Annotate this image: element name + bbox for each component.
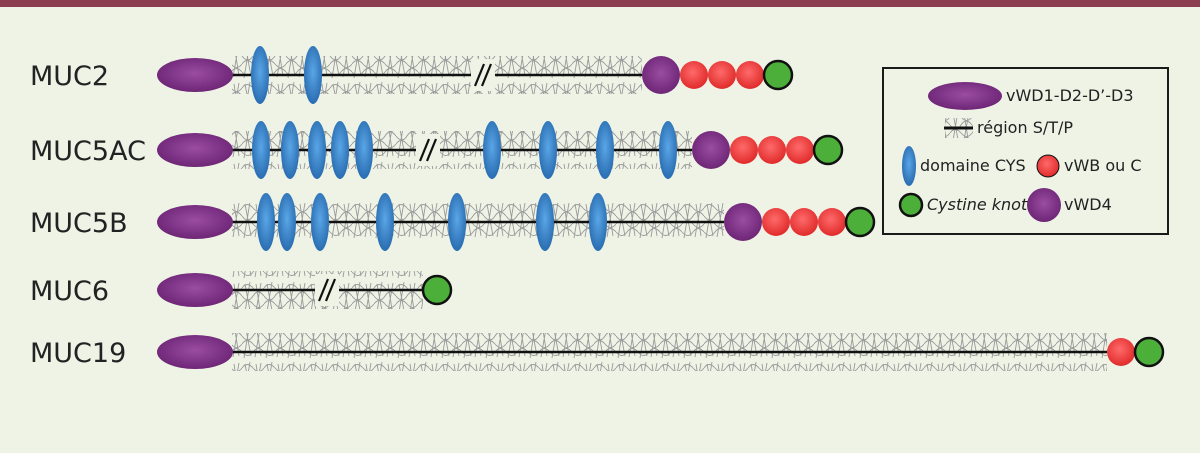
break-mark [473,63,486,87]
cys-domain [659,121,677,179]
vwd-n-terminal [157,335,233,369]
gene-label: MUC5B [30,208,128,239]
break-mark [317,278,330,302]
cys-domain [539,121,557,179]
legend-vwd-label: vWD1-D2-D’-D3 [1006,86,1134,105]
cys-domain [448,193,466,251]
vwc-domain [758,136,786,164]
break-mark [425,138,438,162]
legend-cystine-knot-symbol [898,192,924,218]
cys-domain [355,121,373,179]
cystine-knot [812,134,844,166]
legend-vwc-symbol [1036,154,1060,178]
cys-domain [589,193,607,251]
legend-vwd4-symbol [1027,188,1061,222]
vwd-n-terminal [157,133,233,167]
vwc-domain [1107,338,1135,366]
cys-domain [251,46,269,104]
vwd4-domain [642,56,680,94]
cys-domain [257,193,275,251]
cys-domain [331,121,349,179]
vwd-n-terminal [157,205,233,239]
cys-domain [376,193,394,251]
cystine-knot [421,274,453,306]
break-mark [418,138,431,162]
vwc-domain [736,61,764,89]
vwc-domain [730,136,758,164]
cys-domain [281,121,299,179]
gene-label: MUC2 [30,61,109,92]
vwd-n-terminal [157,273,233,307]
vwc-domain [790,208,818,236]
cys-domain [311,193,329,251]
legend-stp-label: région S/T/P [977,118,1074,137]
cys-domain [536,193,554,251]
cystine-knot [844,206,876,238]
legend-vwd-symbol [928,82,1002,110]
cystine-knot [1133,336,1165,368]
legend-vwc-label: vWB ou C [1064,156,1142,175]
vwc-domain [680,61,708,89]
vwd-n-terminal [157,58,233,92]
vwd4-domain [724,203,762,241]
vwc-domain [786,136,814,164]
cys-domain [483,121,501,179]
vwc-domain [708,61,736,89]
cys-domain [596,121,614,179]
cys-domain [252,121,270,179]
break-mark [324,278,337,302]
cys-domain [304,46,322,104]
cys-domain [278,193,296,251]
gene-label: MUC5AC [30,136,146,167]
break-mark [480,63,493,87]
vwc-domain [818,208,846,236]
gene-label: MUC6 [30,276,109,307]
legend-cys-label: domaine CYS [920,156,1026,175]
legend-cys-symbol [902,146,916,186]
legend: vWD1-D2-D’-D3 région S/T/P domaine CYS v… [882,67,1169,235]
legend-cystine-knot-label: Cystine knot [927,195,1028,214]
gene-label: MUC19 [30,338,126,369]
cys-domain [308,121,326,179]
cystine-knot [762,59,794,91]
top-bar [0,0,1200,7]
vwd4-domain [692,131,730,169]
legend-symbols [898,82,1061,222]
legend-vwd4-label: vWD4 [1064,195,1112,214]
vwc-domain [762,208,790,236]
